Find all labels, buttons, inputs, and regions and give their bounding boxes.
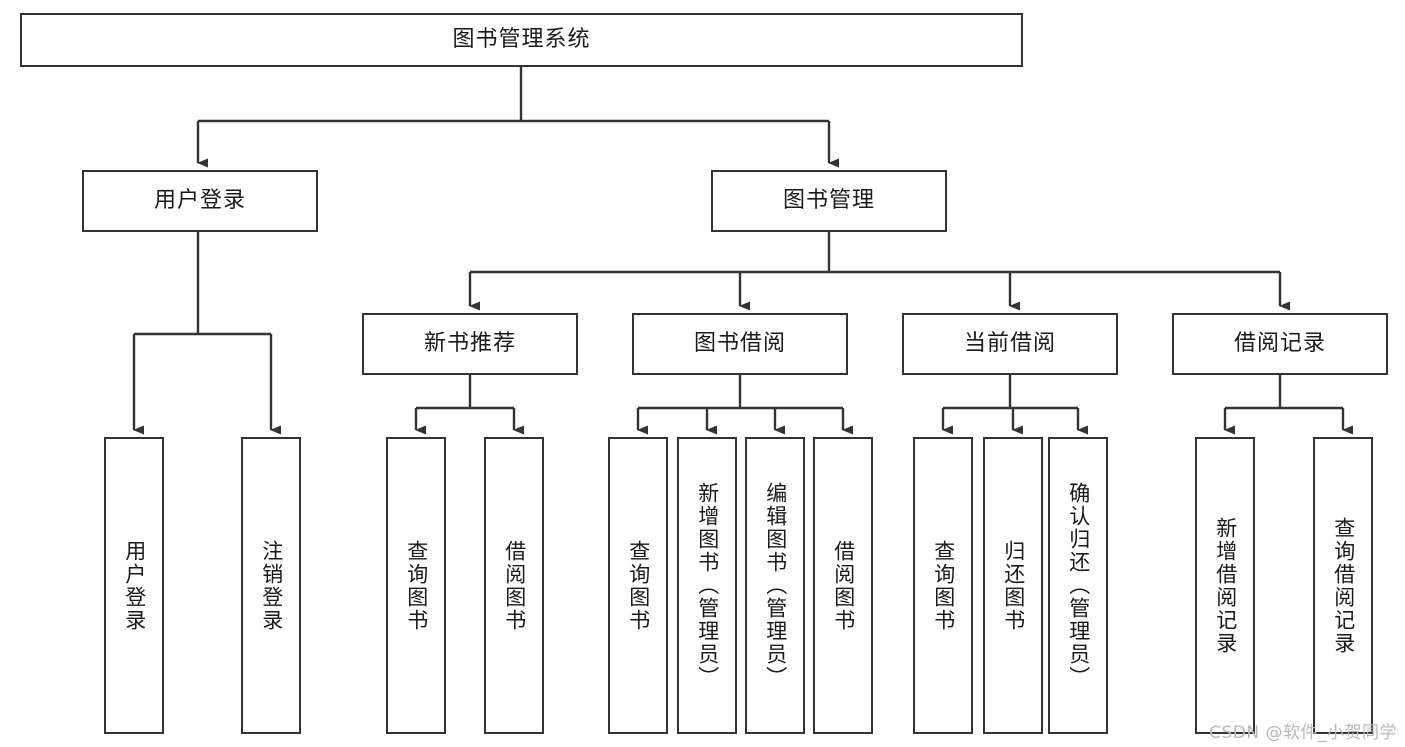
node-book-management[interactable]: 图书管理	[711, 170, 947, 232]
leaf-add-book-admin-label: 新增图书（管理员）	[695, 482, 720, 689]
leaf-return-book[interactable]: 归还图书	[983, 437, 1043, 734]
leaf-query-book-current[interactable]: 查询图书	[913, 437, 973, 734]
leaf-return-book-label: 归还图书	[1001, 539, 1026, 632]
leaf-query-book-newbook[interactable]: 查询图书	[386, 437, 446, 734]
leaf-add-book-admin[interactable]: 新增图书（管理员）	[677, 437, 737, 734]
leaf-query-borrow-record[interactable]: 查询借阅记录	[1313, 437, 1373, 734]
leaf-borrow-book-newbook-label: 借阅图书	[502, 539, 527, 632]
node-new-book-recommendation[interactable]: 新书推荐	[362, 313, 578, 375]
leaf-user-login[interactable]: 用户登录	[104, 437, 164, 734]
leaf-add-borrow-record-label: 新增借阅记录	[1213, 516, 1238, 655]
leaf-user-login-label: 用户登录	[122, 539, 147, 632]
node-borrow-record-label: 借阅记录	[1233, 331, 1326, 357]
leaf-logout-label: 注销登录	[259, 539, 284, 632]
leaf-query-book-borrowing[interactable]: 查询图书	[608, 437, 668, 734]
node-book-borrowing-label: 图书借阅	[693, 331, 786, 357]
node-root-label: 图书管理系统	[452, 27, 591, 53]
node-book-borrowing[interactable]: 图书借阅	[632, 313, 848, 375]
leaf-borrow-book-borrowing[interactable]: 借阅图书	[813, 437, 873, 734]
leaf-query-book-newbook-label: 查询图书	[404, 539, 429, 632]
node-user-login[interactable]: 用户登录	[82, 170, 318, 232]
leaf-borrow-book-borrowing-label: 借阅图书	[831, 539, 856, 632]
csdn-watermark: CSDN @软件_小贺同学	[1209, 723, 1397, 743]
node-borrow-record[interactable]: 借阅记录	[1172, 313, 1388, 375]
leaf-query-book-current-label: 查询图书	[931, 539, 956, 632]
leaf-logout[interactable]: 注销登录	[241, 437, 301, 734]
leaf-add-borrow-record[interactable]: 新增借阅记录	[1195, 437, 1255, 734]
leaf-query-book-borrowing-label: 查询图书	[626, 539, 651, 632]
leaf-query-borrow-record-label: 查询借阅记录	[1331, 516, 1356, 655]
leaf-edit-book-admin[interactable]: 编辑图书（管理员）	[745, 437, 805, 734]
leaf-confirm-return-admin-label: 确认归还（管理员）	[1066, 482, 1091, 689]
leaf-edit-book-admin-label: 编辑图书（管理员）	[763, 482, 788, 689]
node-user-login-label: 用户登录	[153, 188, 246, 214]
node-current-borrowing-label: 当前借阅	[963, 331, 1056, 357]
leaf-confirm-return-admin[interactable]: 确认归还（管理员）	[1048, 437, 1108, 734]
node-book-management-label: 图书管理	[782, 188, 875, 214]
node-new-book-recommendation-label: 新书推荐	[423, 331, 516, 357]
node-current-borrowing[interactable]: 当前借阅	[902, 313, 1118, 375]
leaf-borrow-book-newbook[interactable]: 借阅图书	[484, 437, 544, 734]
node-root[interactable]: 图书管理系统	[20, 13, 1023, 67]
